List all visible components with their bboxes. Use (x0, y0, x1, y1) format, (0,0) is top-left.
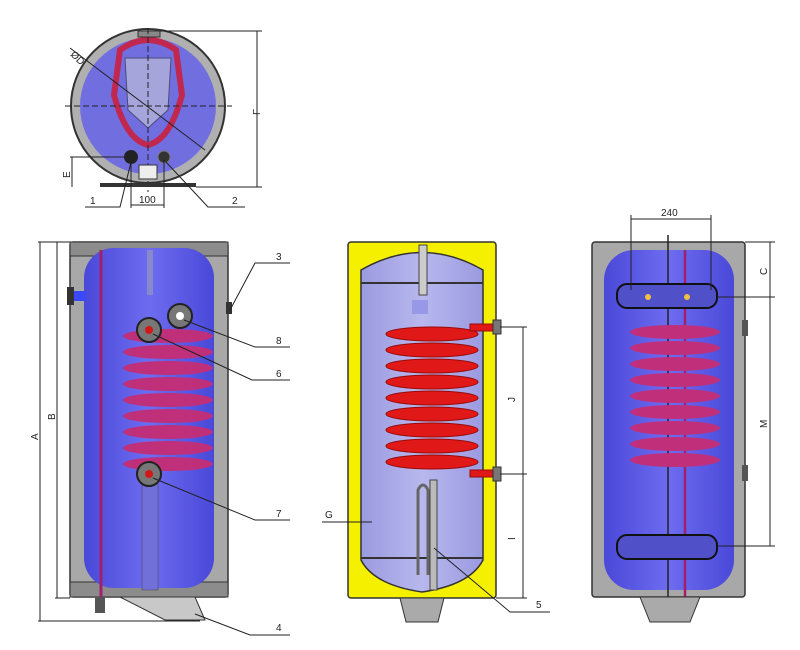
label-J: J (507, 397, 518, 402)
section-control-box (399, 597, 445, 623)
label-G: G (325, 510, 333, 521)
label-E: E (62, 171, 73, 178)
leader-7 (152, 477, 290, 521)
back-coil (630, 325, 720, 467)
callout-7: 7 (276, 509, 282, 520)
section-coil (385, 323, 499, 478)
coil-top-outline (110, 37, 186, 149)
back-fitting-bottom (742, 465, 748, 481)
leader-4 (194, 613, 290, 636)
label-100: 100 (139, 195, 156, 206)
callout-5: 5 (536, 600, 542, 611)
connection-1 (124, 150, 138, 164)
hot-outlet-pipe (418, 244, 428, 296)
coil-outlet-fitting (492, 466, 502, 482)
coil (123, 329, 213, 471)
top-view: F E 100 ØD 1 2 (62, 28, 263, 208)
connection-7-core (145, 470, 153, 478)
diameter-line (69, 47, 206, 151)
leader-3 (229, 262, 290, 311)
back-control-box (639, 596, 701, 623)
label-A: A (30, 433, 41, 440)
back-view: 240 C M (591, 208, 775, 623)
hot-water-tube (147, 250, 153, 295)
back-fitting-top (742, 320, 748, 336)
section-view: J I G 5 (322, 241, 550, 623)
top-fitting (137, 30, 161, 38)
control-box (119, 596, 206, 621)
callout-4: 4 (276, 623, 282, 634)
bracket-bolt-left (645, 294, 651, 300)
connection-6-core (145, 326, 153, 334)
side-fitting-left (67, 287, 74, 305)
bracket-bolt-right (684, 294, 690, 300)
callout-3: 3 (276, 252, 282, 263)
leader-8 (183, 319, 290, 348)
callout-8: 8 (276, 336, 282, 347)
callout-2: 2 (232, 196, 238, 207)
leader-5 (433, 547, 550, 613)
lower-mounting-bracket (616, 534, 718, 560)
label-M: M (759, 420, 770, 428)
leader-6 (152, 333, 290, 381)
drain-valve (95, 597, 105, 613)
cold-inlet-tube (141, 479, 159, 591)
thermostat-tube (416, 483, 430, 575)
label-C: C (759, 268, 770, 275)
callout-6: 6 (276, 369, 282, 380)
callout-1: 1 (90, 196, 96, 207)
sensor-well (412, 300, 428, 314)
thermometer (74, 291, 86, 301)
connection-8-core (176, 312, 184, 320)
leader-2 (165, 161, 245, 208)
front-view: A B 3 8 6 7 4 (30, 241, 290, 636)
side-fitting-right (226, 302, 232, 314)
label-B: B (47, 413, 58, 420)
bracket (138, 164, 158, 180)
upper-mounting-bracket (616, 283, 718, 309)
label-240: 240 (661, 208, 678, 219)
leader-1 (85, 161, 132, 208)
label-F: F (252, 109, 263, 115)
heating-element (429, 479, 438, 591)
label-I: I (507, 537, 518, 540)
coil-inlet-fitting (492, 319, 502, 335)
base-plate (100, 183, 196, 187)
